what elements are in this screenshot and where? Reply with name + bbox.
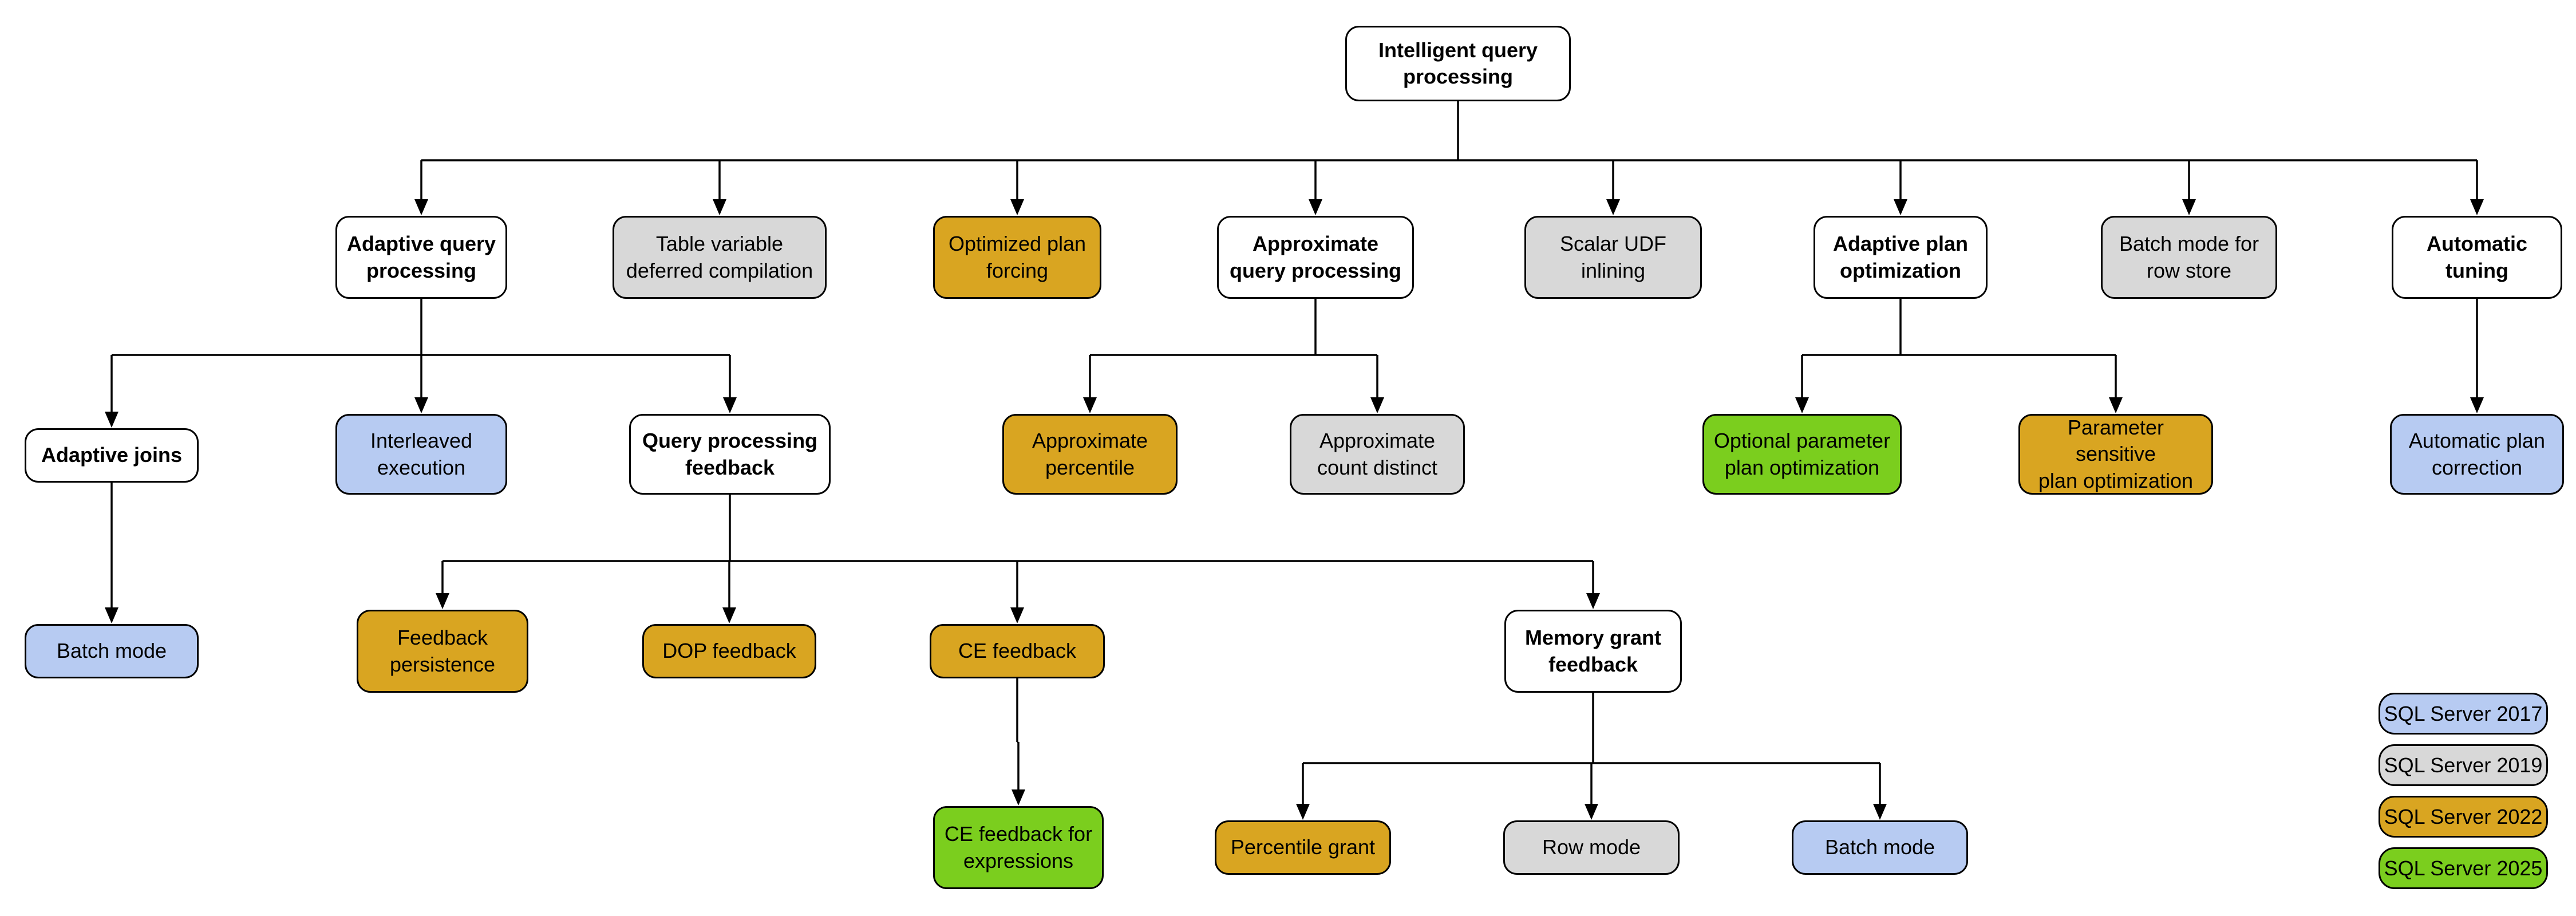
node-aj: Adaptive joins	[25, 428, 199, 483]
node-label: Intelligent query processing	[1378, 38, 1538, 88]
arrowhead-icon	[1370, 397, 1384, 413]
arrowhead-icon	[1010, 199, 1024, 215]
node-label: Table variable deferred compilation	[626, 232, 813, 282]
node-label: CE feedback	[958, 639, 1077, 663]
node-label: Feedback persistence	[389, 626, 496, 676]
node-oppo: Optional parameter plan optimization	[1702, 414, 1902, 495]
node-label: CE feedback for expressions	[944, 822, 1093, 872]
legend-label: SQL Server 2017	[2384, 701, 2543, 725]
arrowhead-icon	[1894, 199, 1907, 215]
legend-label: SQL Server 2022	[2384, 804, 2543, 828]
arrowhead-icon	[414, 199, 428, 215]
node-bmrs: Batch mode for row store	[2101, 216, 2277, 299]
node-bm2: Batch mode	[1792, 820, 1968, 875]
node-aqproc: Approximate query processing	[1217, 216, 1414, 299]
arrowhead-icon	[1795, 397, 1809, 413]
node-label: Approximate query processing	[1229, 232, 1402, 282]
node-label: Adaptive joins	[41, 443, 183, 467]
legend-item-sql-server-2017: SQL Server 2017	[2379, 693, 2548, 735]
node-cef: CE feedback	[930, 624, 1105, 678]
arrowhead-icon	[2470, 397, 2484, 413]
node-rm: Row mode	[1503, 820, 1680, 875]
node-opf: Optimized plan forcing	[933, 216, 1101, 299]
node-label: Batch mode	[56, 639, 167, 663]
node-label: Adaptive query processing	[346, 232, 496, 282]
node-label: Row mode	[1542, 835, 1641, 859]
legend-label: SQL Server 2025	[2384, 856, 2543, 880]
node-label: DOP feedback	[662, 639, 796, 663]
node-label: Percentile grant	[1230, 835, 1376, 859]
node-apc: Automatic plan correction	[2390, 414, 2564, 495]
node-label: Optimized plan forcing	[948, 232, 1086, 282]
arrowhead-icon	[1012, 789, 1025, 806]
node-ie: Interleaved execution	[335, 414, 507, 495]
node-bm1: Batch mode	[25, 624, 199, 678]
node-dop: DOP feedback	[642, 624, 816, 678]
arrowhead-icon	[414, 397, 428, 413]
arrowhead-icon	[1309, 199, 1322, 215]
node-label: Automatic plan correction	[2408, 429, 2546, 479]
arrowhead-icon	[1586, 593, 1600, 609]
node-fp: Feedback persistence	[357, 610, 528, 693]
arrowhead-icon	[723, 397, 737, 413]
legend-item-sql-server-2025: SQL Server 2025	[2379, 847, 2548, 889]
arrowhead-icon	[2109, 397, 2123, 413]
legend-item-sql-server-2019: SQL Server 2019	[2379, 744, 2548, 786]
node-label: Query processing feedback	[642, 429, 818, 479]
legend-item-sql-server-2022: SQL Server 2022	[2379, 796, 2548, 838]
node-pspo: Parameter sensitive plan optimization	[2018, 414, 2213, 495]
node-tvdc: Table variable deferred compilation	[613, 216, 827, 299]
arrowhead-icon	[105, 607, 118, 623]
node-label: Optional parameter plan optimization	[1713, 429, 1891, 479]
arrowhead-icon	[105, 412, 118, 428]
node-apo: Adaptive plan optimization	[1814, 216, 1988, 299]
node-label: Approximate count distinct	[1317, 429, 1438, 479]
node-label: Batch mode	[1824, 835, 1935, 859]
node-label: Scalar UDF inlining	[1559, 232, 1667, 282]
node-qpf: Query processing feedback	[629, 414, 831, 495]
node-label: Parameter sensitive plan optimization	[2038, 416, 2194, 492]
node-label: Automatic tuning	[2426, 232, 2527, 282]
node-aqp: Adaptive query processing	[335, 216, 507, 299]
node-ap: Approximate percentile	[1002, 414, 1178, 495]
arrowhead-icon	[1010, 607, 1024, 623]
arrowhead-icon	[1296, 804, 1310, 820]
node-acd: Approximate count distinct	[1290, 414, 1465, 495]
arrowhead-icon	[2470, 199, 2484, 215]
arrowhead-icon	[1083, 397, 1097, 413]
node-label: Approximate percentile	[1032, 429, 1148, 479]
node-label: Adaptive plan optimization	[1832, 232, 1969, 282]
legend-label: SQL Server 2019	[2384, 753, 2543, 777]
arrowhead-icon	[1606, 199, 1620, 215]
arrowhead-icon	[1873, 804, 1887, 820]
node-sui: Scalar UDF inlining	[1524, 216, 1702, 299]
arrowhead-icon	[436, 593, 449, 609]
node-label: Batch mode for row store	[2119, 232, 2259, 282]
node-pg: Percentile grant	[1215, 820, 1391, 875]
node-cefe: CE feedback for expressions	[933, 806, 1104, 889]
node-mgf: Memory grant feedback	[1504, 610, 1682, 693]
arrowhead-icon	[722, 607, 736, 623]
node-label: Memory grant feedback	[1524, 626, 1662, 676]
node-label: Interleaved execution	[370, 429, 473, 479]
arrowhead-icon	[2182, 199, 2196, 215]
node-root: Intelligent query processing	[1345, 26, 1571, 101]
node-at: Automatic tuning	[2392, 216, 2562, 299]
arrowhead-icon	[1585, 804, 1598, 820]
arrowhead-icon	[713, 199, 726, 215]
